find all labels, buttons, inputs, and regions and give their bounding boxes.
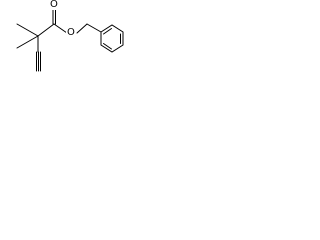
bond-quaternary-carbonyl [37, 23, 55, 37]
carbonyl-oxygen-label: O [49, 0, 59, 10]
bond-ester-oxygen-methylene [76, 23, 88, 34]
ester-oxygen-label: O [66, 27, 76, 38]
structure-canvas: O O [0, 0, 125, 77]
molecule-structure [16, 8, 124, 72]
benzene-inner-double-1 [103, 28, 112, 35]
bond-carbonyl-ester-oxygen [53, 23, 68, 34]
bond-methylene-phenyl [86, 23, 102, 33]
benzene-inner-double-3 [103, 43, 112, 50]
bond-quaternary-methyl-upper [16, 23, 39, 37]
benzene-ring [100, 24, 124, 53]
bond-quaternary-methyl-lower [16, 35, 39, 49]
